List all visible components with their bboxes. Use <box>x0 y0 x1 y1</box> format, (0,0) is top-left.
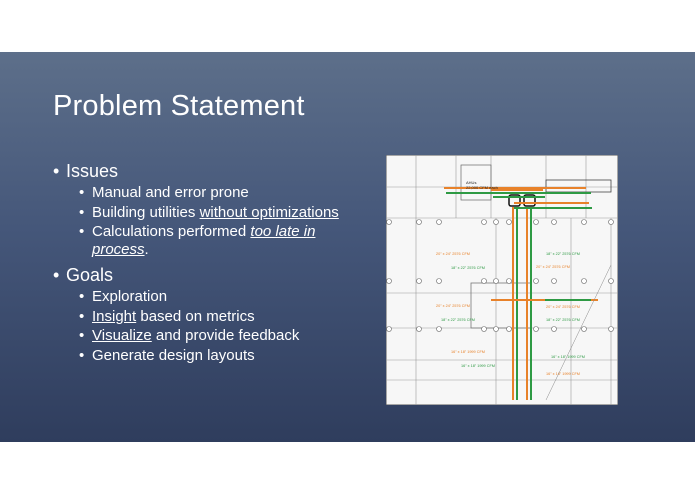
bullet-text: Issues <box>66 161 119 181</box>
bullet-dot: • <box>79 288 85 305</box>
bullet-text-segment: Insight <box>92 307 137 325</box>
duct-label: 16" x 18" 1999 CFM <box>451 350 485 354</box>
column-marker <box>416 219 422 225</box>
sub-bullet: • Visualize and provide feedback <box>79 327 353 345</box>
column-marker <box>436 219 442 225</box>
bullet-text-segment: Visualize <box>92 327 152 344</box>
ahu-unit <box>523 194 536 207</box>
duct-label: AHUs <box>466 180 476 185</box>
column-marker <box>493 326 499 332</box>
duct-label: 20" x 24" 2576 CFM <box>546 305 580 309</box>
column-marker <box>581 219 587 225</box>
column-marker <box>493 219 499 225</box>
column-marker <box>436 278 442 284</box>
duct-label: 16" x 18" 1999 CFM <box>551 355 585 359</box>
bullet-goals: • Goals <box>53 264 353 286</box>
sub-bullet: • Insight based on metrics <box>79 308 353 326</box>
room-outline <box>460 164 492 201</box>
bullet-dot: • <box>79 307 85 325</box>
column-marker <box>416 278 422 284</box>
bullet-dot: • <box>53 265 60 285</box>
ahu-unit <box>508 194 521 207</box>
bullet-text-segment: based on metrics <box>136 307 255 325</box>
duct-label: 16" x 18" 1999 CFM <box>546 372 580 376</box>
column-marker <box>551 278 557 284</box>
duct-label: 20" x 24" 2576 CFM <box>436 252 470 256</box>
column-marker <box>386 326 392 332</box>
bullet-dot: • <box>79 223 85 240</box>
duct-label: 18" x 22" 2576 CFM <box>451 266 485 270</box>
column-marker <box>416 326 422 332</box>
duct-label: 20" x 24" 2576 CFM <box>536 265 570 269</box>
bullet-text-segment: without optimizations <box>199 203 339 221</box>
column-marker <box>481 278 487 284</box>
column-marker <box>506 278 512 284</box>
bullet-dot: • <box>79 184 85 201</box>
bullet-text-segment: Generate design layouts <box>92 346 255 364</box>
column-marker <box>481 219 487 225</box>
column-marker <box>608 326 614 332</box>
column-marker <box>493 278 499 284</box>
column-marker <box>581 278 587 284</box>
duct-label: 18" x 22" 2576 CFM <box>441 318 475 322</box>
bullet-dot: • <box>79 203 85 221</box>
bullet-issues: • Issues <box>53 160 353 182</box>
column-marker <box>533 278 539 284</box>
column-marker <box>506 326 512 332</box>
column-marker <box>386 278 392 284</box>
bullet-text-segment: . <box>144 240 149 258</box>
bullet-text-segment: and provide feedback <box>151 327 300 344</box>
bullet-text: Goals <box>66 265 114 285</box>
slide-title: Problem Statement <box>53 90 305 122</box>
column-marker <box>506 219 512 225</box>
column-marker <box>608 219 614 225</box>
slide: Problem Statement • Issues • Manual and err… <box>0 52 695 442</box>
bullet-text-segment: Exploration <box>92 288 168 305</box>
duct-label: 18" x 22" 2576 CFM <box>546 252 580 256</box>
column-marker <box>386 219 392 225</box>
duct-label: 22,000 CFM each <box>466 185 498 190</box>
column-marker <box>551 326 557 332</box>
sub-bullet: • Generate design layouts <box>79 347 353 365</box>
duct-label: 20" x 24" 2576 CFM <box>436 304 470 308</box>
diagonal-line <box>545 264 612 401</box>
column-marker <box>608 278 614 284</box>
duct-label: 18" x 22" 2576 CFM <box>546 318 580 322</box>
column-marker <box>436 326 442 332</box>
bullet-text-segment: Manual and error prone <box>92 184 249 201</box>
bullet-text-segment: Calculations performed <box>92 223 251 240</box>
column-marker <box>481 326 487 332</box>
bullet-dot: • <box>53 161 60 181</box>
bullet-dot: • <box>79 346 85 364</box>
column-marker <box>533 219 539 225</box>
sub-bullet: • Manual and error prone <box>79 184 353 202</box>
sub-bullet: • Building utilities without optimization… <box>79 204 353 222</box>
column-marker <box>581 326 587 332</box>
bullet-list: • Issues • Manual and error prone • Building … <box>53 156 353 364</box>
column-marker <box>533 326 539 332</box>
sub-bullet: • Exploration <box>79 288 353 306</box>
bullet-text-segment: Building utilities <box>92 203 200 221</box>
bullet-dot: • <box>79 327 85 344</box>
duct-label: 16" x 18" 1999 CFM <box>461 364 495 368</box>
bullet-text-segment: too late in process <box>92 223 316 258</box>
column-marker <box>551 219 557 225</box>
sub-bullet: • Calculations performed too late in proc… <box>79 223 353 258</box>
